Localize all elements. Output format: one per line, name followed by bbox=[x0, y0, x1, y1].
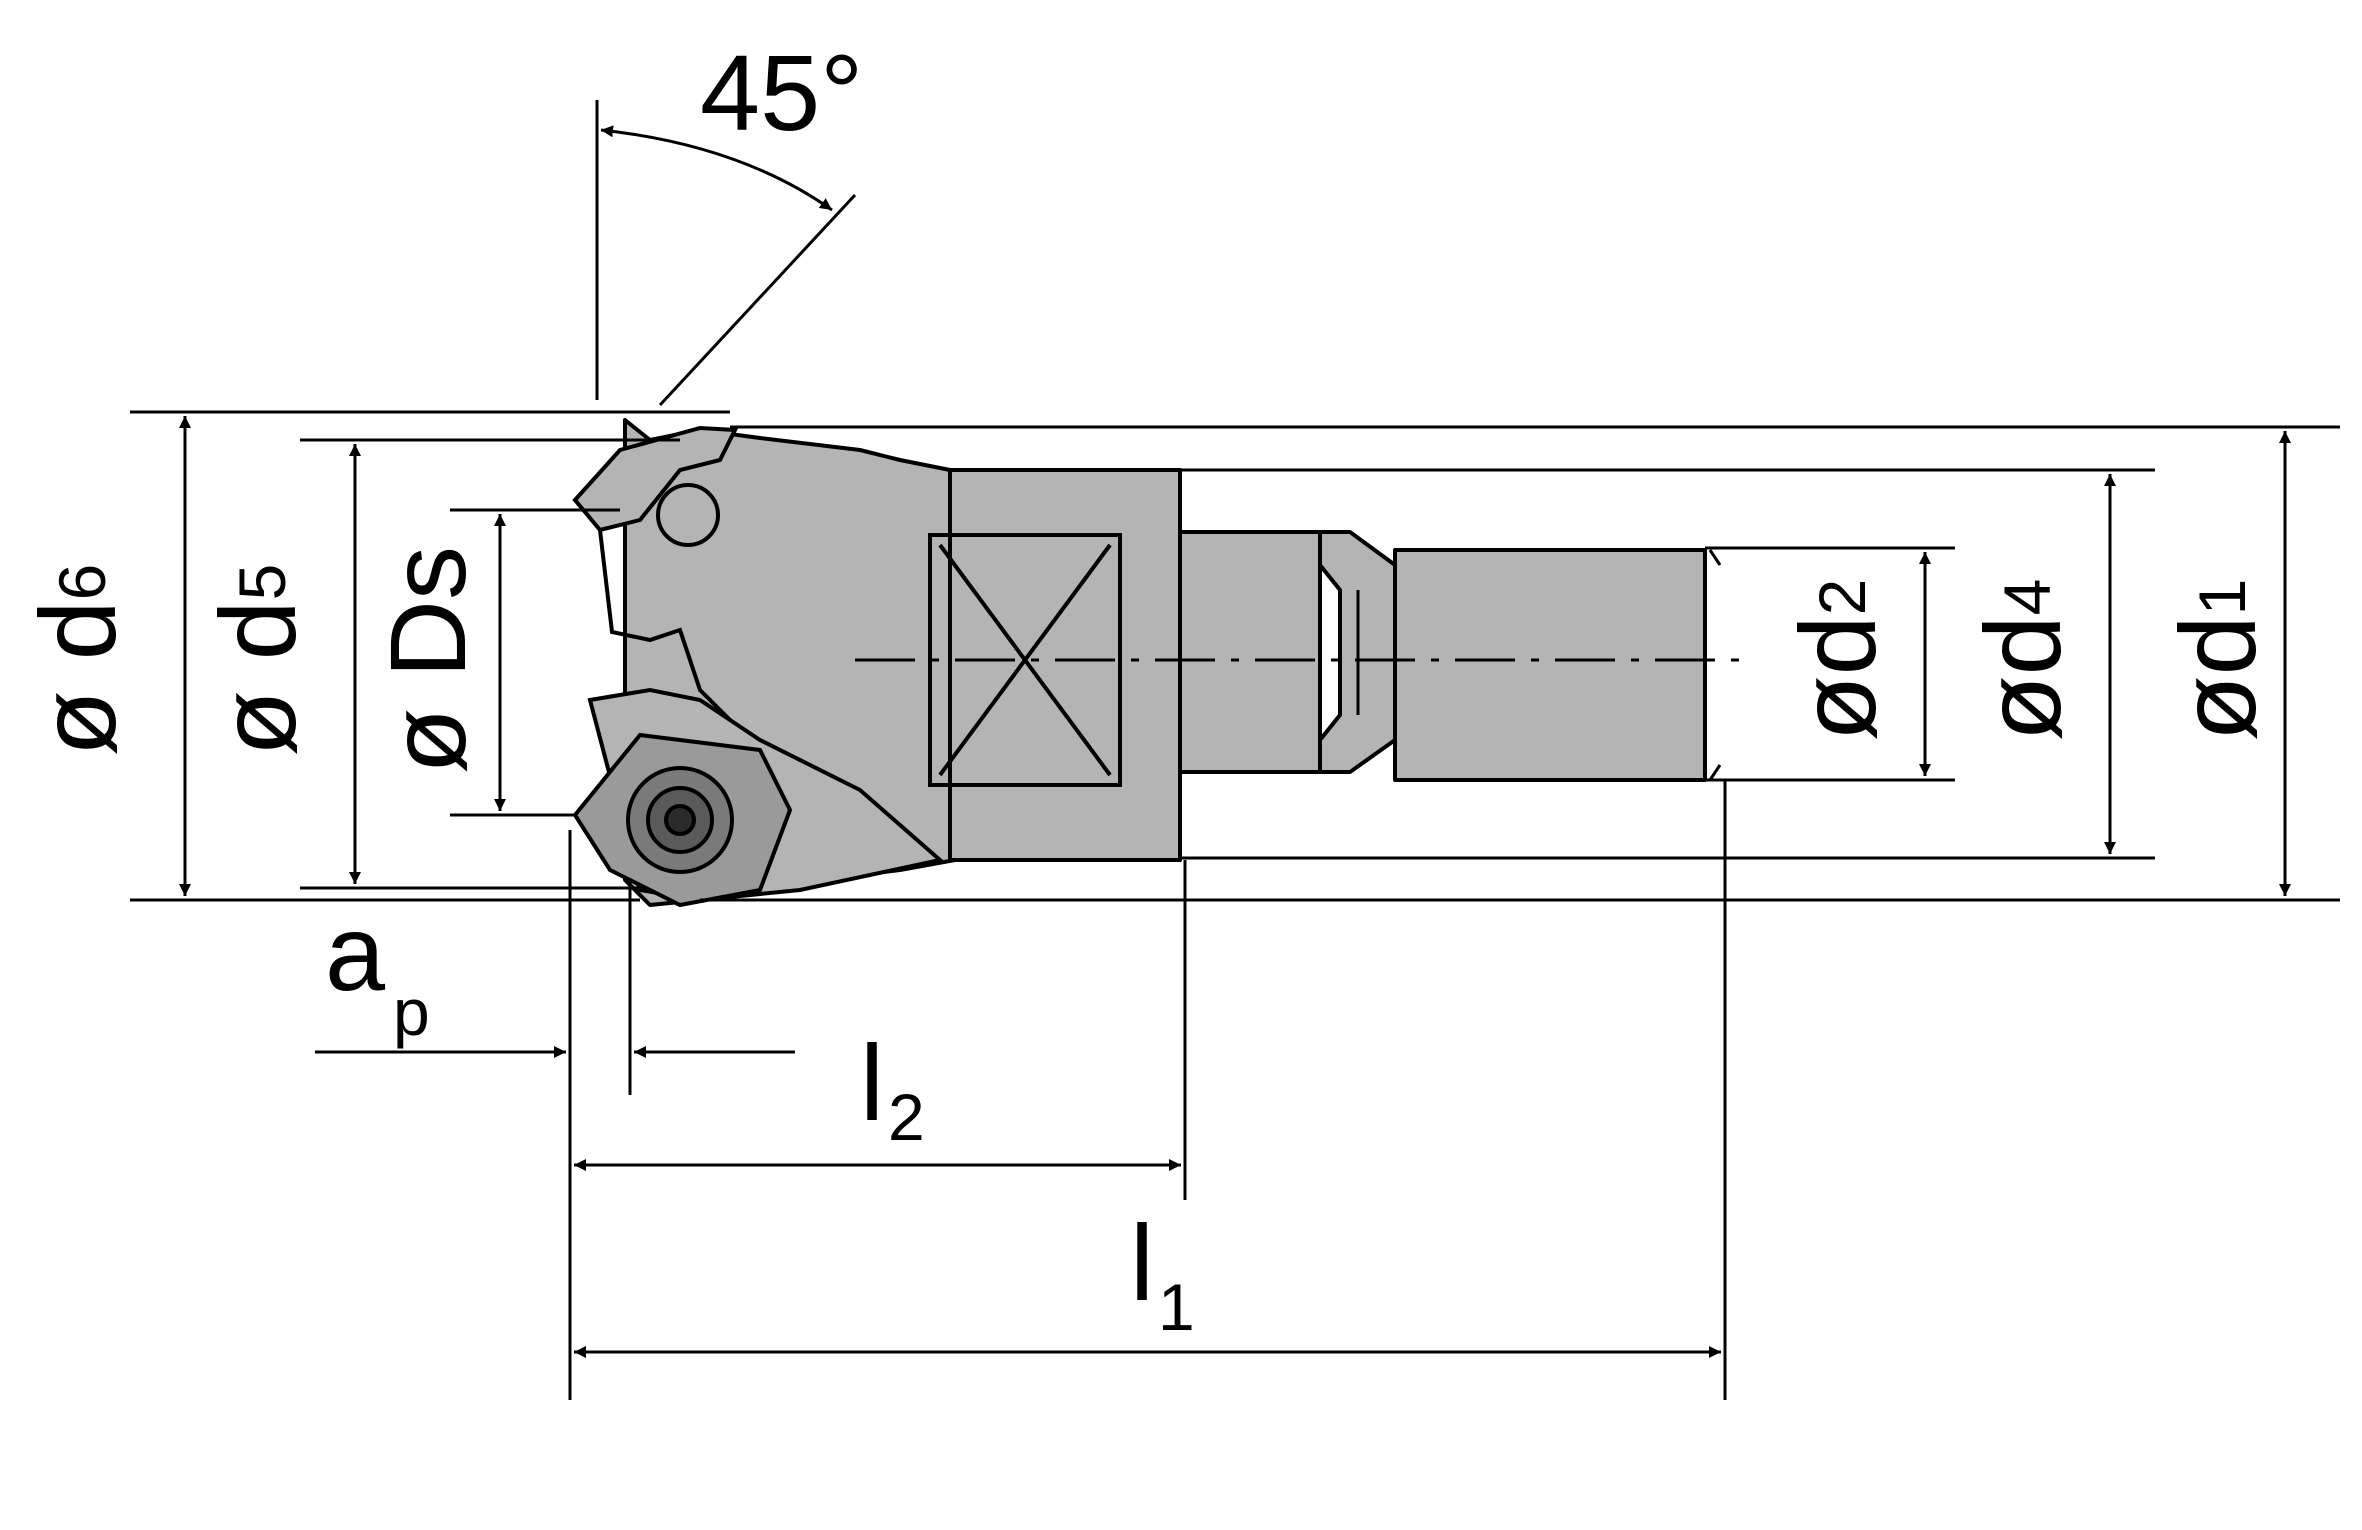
svg-text:ø d6: ø d6 bbox=[17, 564, 138, 757]
label-d1: ød1 bbox=[2157, 579, 2278, 742]
insert-top bbox=[572, 425, 772, 762]
wrench-flat bbox=[928, 533, 1122, 787]
dimension-lines bbox=[179, 125, 2291, 1358]
label-d4: ød4 bbox=[1962, 579, 2083, 742]
angle-arc bbox=[600, 125, 833, 212]
label-ap: a p bbox=[325, 892, 430, 1049]
flange bbox=[948, 468, 1182, 862]
svg-text:ød1: ød1 bbox=[2157, 579, 2278, 742]
label-l1: l 1 bbox=[1130, 1202, 1195, 1344]
svg-text:ød4: ød4 bbox=[1962, 579, 2083, 742]
label-l2: l 2 bbox=[860, 1022, 925, 1154]
svg-text:l: l bbox=[1130, 1202, 1154, 1323]
svg-text:l: l bbox=[860, 1022, 884, 1143]
svg-text:ød2: ød2 bbox=[1777, 579, 1898, 742]
svg-text:2: 2 bbox=[888, 1080, 925, 1154]
svg-text:a: a bbox=[325, 892, 386, 1013]
insert-bottom bbox=[572, 687, 945, 908]
neck bbox=[1178, 530, 1322, 774]
angle-label: 45° bbox=[700, 32, 863, 153]
svg-text:1: 1 bbox=[1158, 1270, 1195, 1344]
label-d5: ø d5 bbox=[197, 564, 318, 757]
threaded-shank bbox=[1393, 548, 1707, 782]
label-ds: ø Ds bbox=[367, 546, 488, 774]
svg-text:p: p bbox=[393, 975, 430, 1049]
extension-lines bbox=[130, 100, 2340, 1400]
svg-text:45°: 45° bbox=[700, 32, 863, 153]
label-d2: ød2 bbox=[1777, 579, 1898, 742]
insert-screw-top bbox=[656, 483, 720, 547]
svg-text:ø Ds: ø Ds bbox=[367, 546, 488, 774]
svg-text:ø d5: ø d5 bbox=[197, 564, 318, 757]
shank-details bbox=[1338, 549, 1722, 781]
label-d6: ø d6 bbox=[17, 564, 138, 757]
